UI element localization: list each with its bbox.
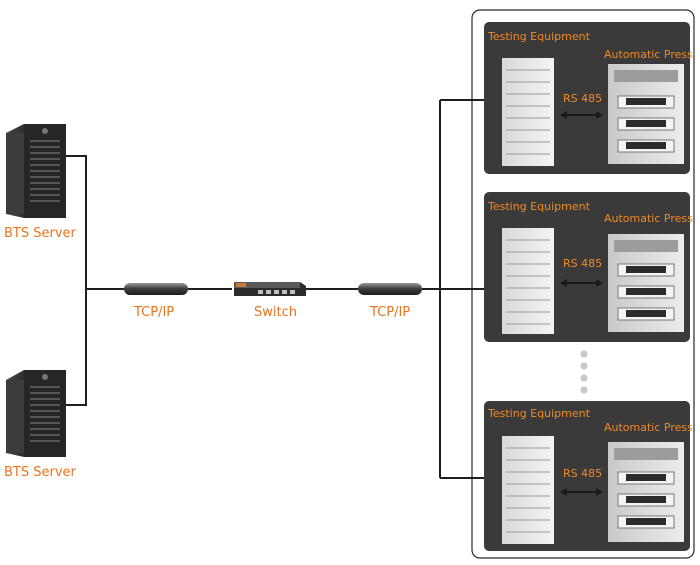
server-tower-2	[6, 370, 66, 457]
server-tower-1	[6, 124, 66, 218]
automatic-press-label-1: Automatic Press	[604, 48, 693, 61]
testing-equipment-label-1: Testing Equipment	[488, 30, 590, 43]
tcp-ip-cable-left	[124, 283, 188, 295]
automatic-press-label-3: Automatic Press	[604, 421, 693, 434]
testing-equipment-label-2: Testing Equipment	[488, 200, 590, 213]
rs485-label-2: RS 485	[563, 257, 603, 270]
connection-lines	[66, 99, 484, 479]
server-label-1: BTS Server	[4, 226, 76, 241]
automatic-press-label-2: Automatic Press	[604, 212, 693, 225]
tcp-ip-label-left: TCP/IP	[134, 305, 175, 320]
tcp-ip-label-right: TCP/IP	[370, 305, 411, 320]
tcp-ip-cable-right	[358, 283, 422, 295]
equipment-panel-2	[484, 192, 690, 342]
equipment-panel-1	[484, 22, 690, 174]
equipment-group-frame	[471, 9, 695, 559]
server-label-2: BTS Server	[4, 465, 76, 480]
network-switch	[234, 282, 306, 296]
switch-label: Switch	[254, 305, 297, 320]
more-equipment-dots	[580, 350, 588, 394]
rs485-label-3: RS 485	[563, 467, 603, 480]
testing-equipment-label-3: Testing Equipment	[488, 407, 590, 420]
equipment-panel-3	[484, 401, 690, 551]
rs485-label-1: RS 485	[563, 92, 603, 105]
